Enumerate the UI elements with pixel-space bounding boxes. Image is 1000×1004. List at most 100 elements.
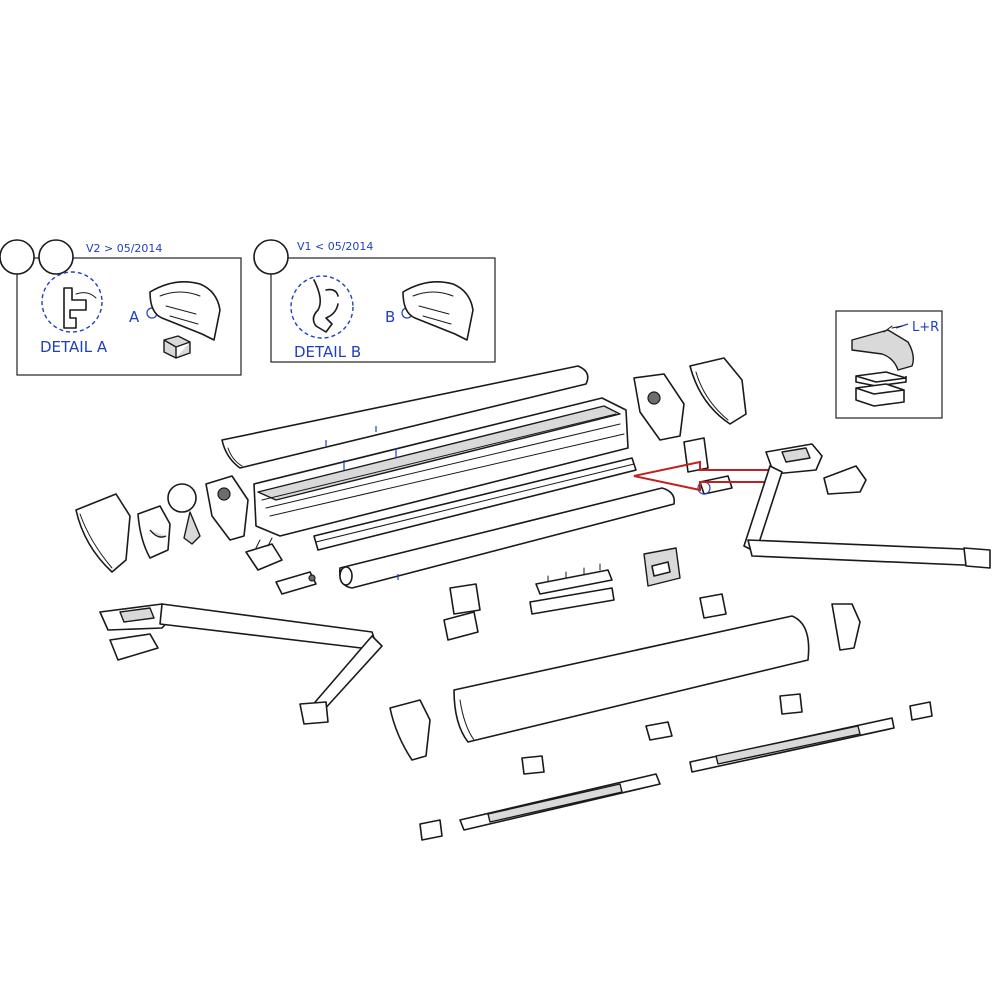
left-gear-disc bbox=[167, 483, 197, 513]
right-arm-cap-shape bbox=[823, 465, 867, 495]
detail-a-circle bbox=[41, 271, 103, 333]
right-end-cap-edge bbox=[695, 371, 729, 421]
bracket-spacer-drawing bbox=[855, 383, 905, 407]
callout-letter-b: B bbox=[385, 308, 395, 326]
top-cover-profile bbox=[221, 365, 589, 469]
front-cover-profile bbox=[453, 615, 810, 743]
left-gear-shaft bbox=[183, 511, 201, 545]
telescopic-bar-left bbox=[459, 773, 661, 831]
center-rail-teeth bbox=[547, 563, 601, 583]
center-rail-bottom bbox=[529, 587, 615, 615]
lower-clip-1-shape bbox=[521, 755, 545, 775]
right-support-arm bbox=[743, 443, 991, 569]
center-block bbox=[643, 547, 681, 587]
lower-clip-2-shape bbox=[645, 721, 673, 741]
top-cover-blue-marks bbox=[325, 426, 377, 446]
lower-clip-1 bbox=[521, 755, 545, 775]
inset-v2-panel: V2 > 05/2014 DETAIL A A bbox=[0, 239, 242, 376]
end-cap-v1-detail-lines bbox=[412, 291, 454, 325]
right-gearbox-upper bbox=[633, 373, 685, 441]
left-gearbox-bolt bbox=[217, 487, 231, 501]
top-cover-strip bbox=[221, 365, 589, 469]
right-arm-upper-bar bbox=[743, 465, 783, 553]
left-clip-2-screw bbox=[308, 574, 316, 582]
callout-letter-a: A bbox=[129, 308, 140, 326]
end-cap-v2-detail-lines bbox=[159, 291, 201, 325]
detail-b-profile-shape bbox=[312, 279, 339, 333]
left-cover-cap-edge bbox=[79, 513, 113, 569]
telescopic-bar-right-inner bbox=[715, 725, 861, 765]
center-clip-a bbox=[443, 583, 481, 641]
lower-clip-5-shape bbox=[419, 819, 443, 841]
left-clip-2 bbox=[275, 571, 317, 595]
bracket-side-label: L+R bbox=[912, 320, 939, 335]
sliding-block-drawing bbox=[163, 335, 191, 359]
left-clip-2-shape bbox=[275, 571, 317, 595]
wall-bracket-drawing bbox=[851, 329, 915, 371]
left-arm-foot bbox=[299, 701, 329, 725]
left-gearbox-housing bbox=[205, 475, 249, 541]
left-arm-head-detail bbox=[119, 607, 155, 623]
front-cover-left-cap-shape bbox=[389, 699, 431, 761]
inset-v1-bubble bbox=[253, 239, 289, 275]
lower-clip-5 bbox=[419, 819, 443, 841]
left-arm-cap bbox=[109, 633, 159, 661]
detail-b-circle bbox=[290, 275, 354, 339]
detail-a-label: DETAIL A bbox=[40, 338, 108, 356]
center-rail-parts bbox=[529, 563, 615, 615]
lead-bar-edge bbox=[315, 463, 635, 543]
highlighted-part-body bbox=[699, 475, 733, 495]
telescopic-bar-left-inner bbox=[487, 783, 623, 823]
lead-bar-shape bbox=[313, 457, 637, 551]
left-clip-1-shape bbox=[245, 543, 283, 571]
inset-bracket-panel: L+R bbox=[835, 310, 943, 419]
front-cover-shape bbox=[453, 615, 810, 743]
fabric-tube-end bbox=[339, 566, 353, 586]
left-arm-lower-bar bbox=[309, 635, 383, 713]
bracket-screw-lines bbox=[883, 325, 903, 333]
detail-a-profile-shape bbox=[63, 287, 87, 329]
fabric-tube bbox=[338, 487, 676, 589]
bracket-plate-drawing bbox=[855, 371, 907, 387]
roller-profile-groove bbox=[257, 405, 621, 501]
roller-profile-blue-marks bbox=[343, 448, 397, 470]
center-block-window bbox=[651, 561, 671, 577]
front-cover-edge bbox=[459, 699, 475, 741]
inset-v2-version-label: V2 > 05/2014 bbox=[86, 242, 162, 255]
left-cover-cap bbox=[75, 493, 131, 573]
front-cover-right-cap bbox=[831, 603, 861, 651]
left-gear-assembly bbox=[167, 475, 249, 545]
roller-profile-channel-lines bbox=[261, 413, 625, 517]
left-clip-1 bbox=[245, 537, 283, 571]
right-arm-lower-bar bbox=[747, 539, 987, 567]
top-cover-edge bbox=[227, 447, 243, 467]
right-small-clip bbox=[699, 593, 727, 619]
center-clip-a-shape bbox=[449, 583, 481, 615]
lower-clip-4 bbox=[909, 701, 933, 721]
lower-clip-4-shape bbox=[909, 701, 933, 721]
main-roller-profile bbox=[253, 397, 629, 537]
left-bracket-shade bbox=[149, 529, 167, 538]
left-cover-cap-shape bbox=[75, 493, 131, 573]
right-gearbox-housing bbox=[633, 373, 685, 441]
inset-v2-bubble-left bbox=[0, 239, 35, 275]
right-arm-cap bbox=[823, 465, 867, 495]
front-cover-left-cap bbox=[389, 699, 431, 761]
inset-v1-version-label: V1 < 05/2014 bbox=[297, 240, 373, 253]
center-rail-top bbox=[535, 569, 613, 595]
lower-clip-2 bbox=[645, 721, 673, 741]
right-small-clip-shape bbox=[699, 593, 727, 619]
lead-bar bbox=[313, 457, 637, 551]
front-cover-right-cap-shape bbox=[831, 603, 861, 651]
lower-clip-3 bbox=[779, 693, 803, 715]
right-bracket-upper bbox=[683, 437, 709, 473]
right-end-cap-shape bbox=[689, 357, 747, 425]
right-end-cap-upper bbox=[689, 357, 747, 425]
highlighted-part bbox=[697, 475, 733, 495]
left-bracket-small bbox=[137, 505, 171, 559]
right-arm-foot bbox=[963, 547, 991, 569]
telescopic-bar-right bbox=[689, 717, 895, 773]
inset-v2-bubble-right bbox=[38, 239, 74, 275]
